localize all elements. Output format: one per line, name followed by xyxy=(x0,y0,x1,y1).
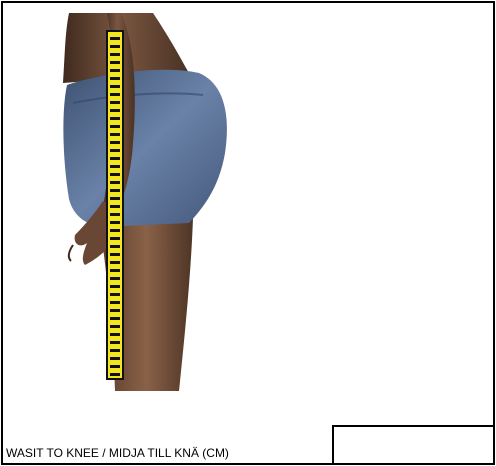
tape-tick xyxy=(110,69,120,72)
tape-tick xyxy=(110,373,120,376)
measurement-value-box[interactable] xyxy=(332,425,493,463)
tape-tick xyxy=(110,341,120,344)
tape-tick xyxy=(110,61,120,64)
tape-tick xyxy=(110,157,120,160)
measurement-row: WASIT TO KNEE / MIDJA TILL KNÄ (CM) xyxy=(3,425,493,463)
tape-tick xyxy=(110,149,120,152)
tape-tick xyxy=(110,317,120,320)
tape-measure xyxy=(107,31,123,379)
body-side-view-illustration xyxy=(3,3,493,423)
tape-tick xyxy=(110,301,120,304)
tape-tick xyxy=(110,269,120,272)
tape-tick xyxy=(110,357,120,360)
tape-tick xyxy=(110,101,120,104)
tape-tick xyxy=(110,125,120,128)
tape-tick xyxy=(110,53,120,56)
tape-tick xyxy=(110,173,120,176)
tape-tick xyxy=(110,77,120,80)
tape-tick xyxy=(110,221,120,224)
tape-tick xyxy=(110,333,120,336)
tape-tick xyxy=(110,197,120,200)
tape-tick xyxy=(110,293,120,296)
tape-tick xyxy=(110,277,120,280)
tape-tick xyxy=(110,109,120,112)
tape-tick xyxy=(110,133,120,136)
tape-tick xyxy=(110,141,120,144)
tape-tick xyxy=(110,349,120,352)
tape-tick xyxy=(110,365,120,368)
tape-tick xyxy=(110,117,120,120)
measurement-illustration xyxy=(3,3,493,423)
tape-tick xyxy=(110,45,120,48)
tape-tick xyxy=(110,85,120,88)
tape-tick xyxy=(110,285,120,288)
tape-tick xyxy=(110,205,120,208)
tape-tick xyxy=(110,213,120,216)
tape-tick xyxy=(110,37,120,40)
tape-tick xyxy=(110,181,120,184)
tape-tick xyxy=(110,237,120,240)
tape-tick xyxy=(110,325,120,328)
tape-tick xyxy=(110,253,120,256)
tape-tick xyxy=(110,189,120,192)
measurement-label: WASIT TO KNEE / MIDJA TILL KNÄ (CM) xyxy=(6,446,229,460)
tape-tick xyxy=(110,165,120,168)
tape-tick xyxy=(110,261,120,264)
tape-tick xyxy=(110,309,120,312)
tape-tick xyxy=(110,93,120,96)
tape-tick xyxy=(110,245,120,248)
tape-tick xyxy=(110,229,120,232)
